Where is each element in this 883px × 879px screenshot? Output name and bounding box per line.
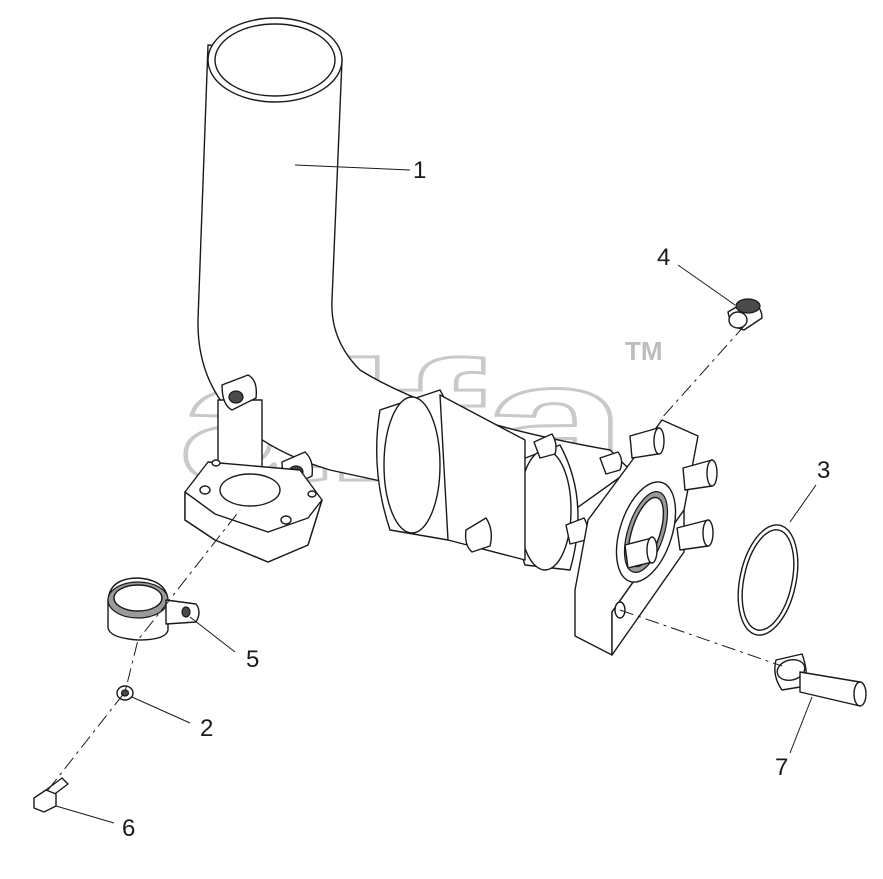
part-4-plug xyxy=(727,298,763,331)
callouts: 1 2 3 4 5 6 7 xyxy=(122,157,830,842)
callout-1: 1 xyxy=(413,157,426,184)
callout-4: 4 xyxy=(657,244,670,271)
callout-7: 7 xyxy=(775,754,788,781)
part-1-exhaust-elbow-pipe xyxy=(184,17,631,571)
callout-6: 6 xyxy=(122,815,135,842)
part-3-gasket-ring xyxy=(737,524,799,636)
part-6-bolt xyxy=(33,777,69,813)
part-2-washer xyxy=(116,685,134,701)
outlet-flange-plate xyxy=(574,419,718,656)
part-5-clamp xyxy=(107,577,200,641)
callout-5: 5 xyxy=(246,646,259,673)
part-7-pin xyxy=(774,653,867,707)
leader-lines xyxy=(55,164,817,824)
callout-3: 3 xyxy=(817,457,830,484)
callout-2: 2 xyxy=(200,715,213,742)
assembly-lines xyxy=(47,324,783,791)
watermark-trademark: TM xyxy=(625,336,663,366)
